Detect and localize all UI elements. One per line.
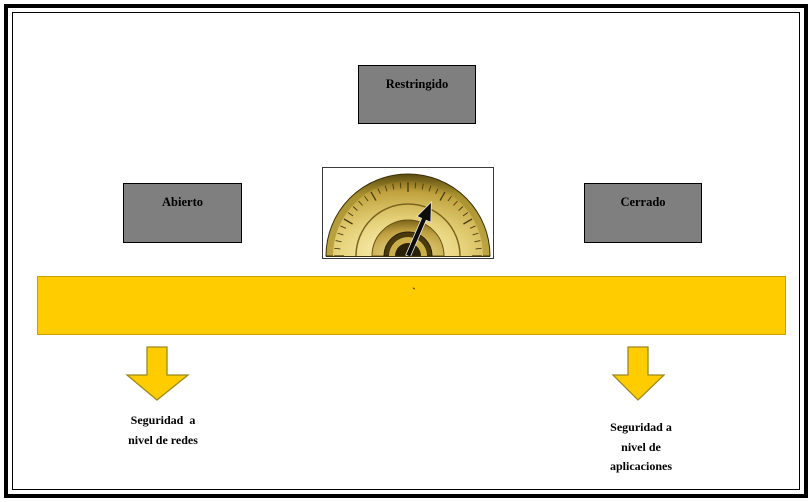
gauge-tick — [364, 195, 369, 202]
gauge-tick — [472, 232, 479, 236]
gauge-face — [333, 181, 483, 256]
gauge-icon — [325, 173, 491, 258]
gauge-panel — [322, 167, 494, 259]
gauge-tick — [337, 232, 344, 236]
gauge-tick — [414, 182, 417, 189]
caption-redes: Seguridad a nivel de redes — [101, 411, 225, 450]
right-arrow-shape — [611, 346, 666, 401]
left-arrow-shape — [125, 346, 190, 401]
box-abierto-label: Abierto — [162, 195, 203, 209]
gauge-tick — [335, 240, 342, 243]
gauge-tick — [439, 191, 446, 201]
box-cerrado: Cerrado — [584, 183, 702, 243]
gauge-tick — [384, 185, 388, 192]
gauge-tick — [347, 212, 354, 217]
down-arrow-icon — [125, 346, 190, 401]
gauge-tick — [475, 247, 482, 250]
gauge-tick — [463, 218, 473, 225]
gauge-tick — [469, 225, 476, 229]
gauge-tick — [334, 247, 341, 250]
bar-mark: ` — [412, 285, 416, 299]
inner-frame — [12, 12, 800, 490]
caption-aplicaciones-line-3: aplicaciones — [610, 459, 672, 473]
box-abierto: Abierto — [123, 183, 242, 243]
gauge-tick — [447, 195, 452, 202]
gauge-tick — [435, 188, 439, 195]
gauge-tick — [370, 191, 377, 201]
box-restringido: Restringido — [358, 65, 476, 124]
gauge-tick — [453, 200, 458, 206]
gauge-ring-outer — [355, 203, 461, 257]
gauge-tick — [462, 212, 469, 217]
gauge-tick — [352, 206, 358, 211]
outer-frame — [4, 4, 808, 498]
yellow-bar: ` — [37, 276, 786, 335]
gauge-tick — [458, 206, 464, 211]
caption-aplicaciones: Seguridad a nivel de aplicaciones — [579, 418, 703, 477]
caption-redes-line-1: Seguridad a — [130, 413, 196, 427]
caption-redes-line-2: nivel de redes — [128, 432, 198, 447]
gauge-needle — [405, 200, 432, 258]
gauge-tick — [343, 218, 353, 225]
down-arrow-icon — [611, 346, 666, 401]
box-cerrado-label: Cerrado — [620, 195, 666, 209]
gauge-tick — [392, 183, 395, 190]
gauge-tick — [474, 240, 481, 243]
box-restringido-label: Restringido — [385, 77, 449, 91]
caption-aplicaciones-line-2: nivel de — [621, 439, 661, 454]
gauge-tick — [340, 225, 347, 229]
gauge-tick — [428, 185, 432, 192]
gauge-tick — [377, 188, 381, 195]
gauge-tick — [399, 182, 402, 189]
gauge-tick — [358, 200, 363, 206]
caption-aplicaciones-line-1: Seguridad a — [610, 420, 672, 434]
gauge-tick — [421, 183, 424, 190]
